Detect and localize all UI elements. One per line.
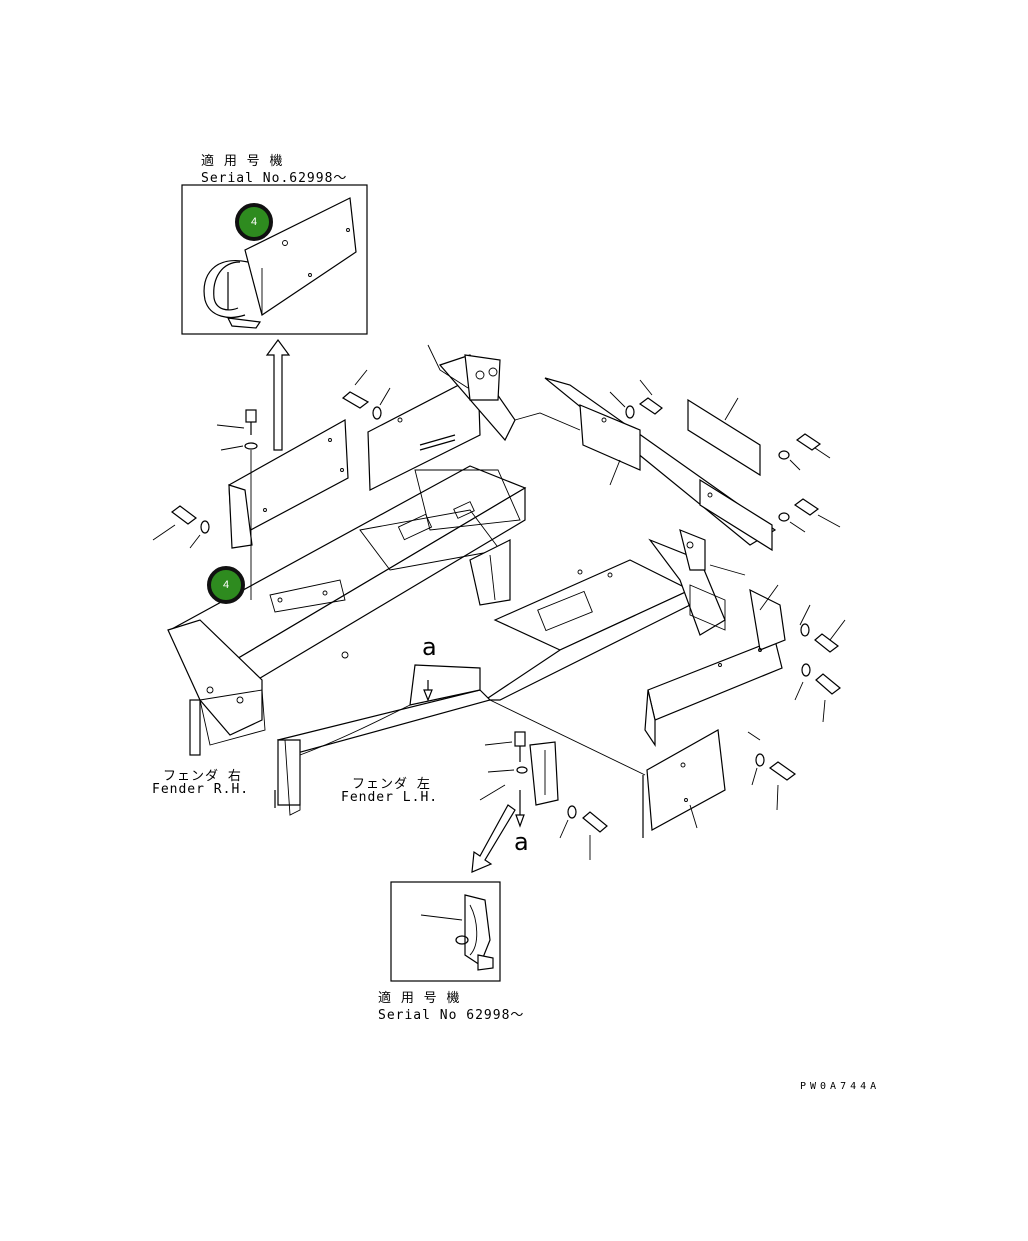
callout-4-main[interactable]: 4: [207, 566, 245, 604]
inset-top-serial-label: Serial No.62998～: [201, 171, 348, 186]
arrow-diagonal: [471, 804, 516, 873]
view-marker-a-top: a: [422, 633, 437, 661]
inset-bottom-frame: [390, 881, 501, 982]
inset-top-frame: [181, 184, 368, 335]
callout-4-inset-number: 4: [250, 216, 258, 228]
inset-bottom-serial-label: Serial No 62998～: [378, 1008, 525, 1023]
callout-4-main-number: 4: [222, 579, 230, 591]
callout-4-inset[interactable]: 4: [235, 203, 273, 241]
fender-lh-jp-label: フェンダ 左: [352, 777, 431, 792]
bolt-left: [152, 505, 210, 549]
fender-rh-en-label: Fender R.H.: [152, 782, 250, 797]
arrow-up: [265, 338, 291, 451]
fender-lh-drawing: [274, 529, 746, 816]
lh-bracket-bottom: [423, 680, 608, 860]
drawing-code: PW0A744A: [800, 1081, 881, 1092]
rh-panel: [228, 419, 349, 549]
bolt-top-left: [216, 409, 258, 600]
fender-rh-drawing: [167, 465, 527, 756]
inset-top-applicable-label: 適 用 号 機: [201, 154, 284, 169]
fender-rh-jp-label: フェンダ 右: [163, 769, 242, 784]
fender-lh-en-label: Fender L.H.: [341, 790, 439, 805]
view-marker-a-bottom: a: [514, 828, 529, 856]
upper-middle-bracket: [341, 344, 516, 491]
upper-right-cover: [544, 377, 841, 552]
lh-rear-panel: [644, 584, 846, 747]
inset-bottom-applicable-label: 適 用 号 機: [378, 991, 461, 1006]
lh-lower-panel: [489, 699, 797, 838]
leader-connector: [514, 412, 581, 431]
